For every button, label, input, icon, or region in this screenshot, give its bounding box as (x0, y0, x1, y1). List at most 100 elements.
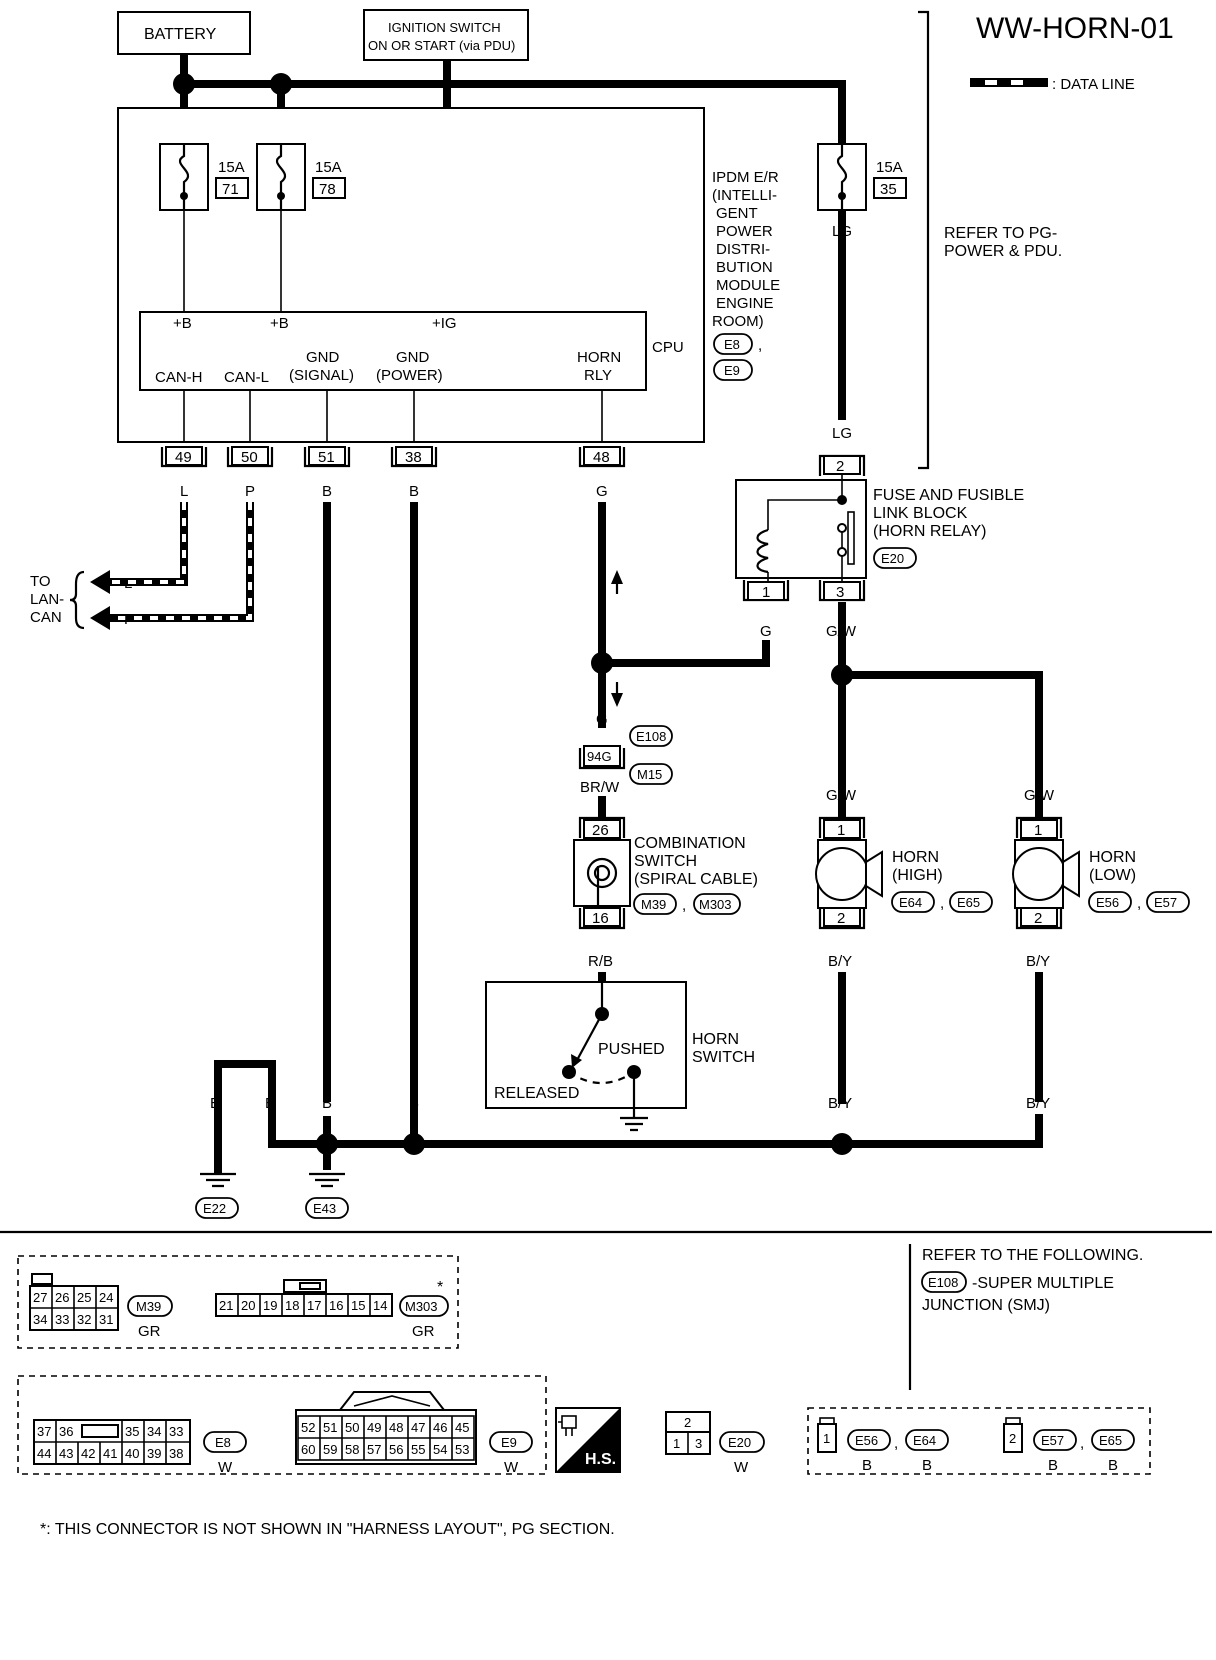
svg-text:ROOM): ROOM) (712, 313, 764, 330)
svg-text:G: G (596, 483, 608, 500)
svg-text:60: 60 (301, 1442, 315, 1457)
svg-text:P: P (124, 611, 134, 628)
horn-high-connector-e65: E65 (957, 895, 980, 910)
horn-high-connector-e64: E64 (899, 895, 922, 910)
svg-text:46: 46 (433, 1420, 447, 1435)
svg-text:20: 20 (241, 1298, 255, 1313)
svg-text:TO: TO (30, 573, 51, 590)
svg-text:37: 37 (37, 1424, 51, 1439)
data-line-legend-label: : DATA LINE (1052, 76, 1135, 93)
svg-text:M15: M15 (637, 767, 662, 782)
svg-text:47: 47 (411, 1420, 425, 1435)
battery-splice-1 (173, 73, 195, 95)
diagram-title: WW-HORN-01 (976, 12, 1174, 45)
battery-splice-2 (270, 73, 292, 95)
svg-text:50: 50 (241, 449, 258, 466)
svg-text:B/Y: B/Y (1026, 953, 1050, 970)
svg-text:2: 2 (684, 1415, 691, 1430)
svg-text:34: 34 (147, 1424, 161, 1439)
ipdm-label: IPDM E/R (INTELLI- GENT POWER DISTRI- BU… (712, 169, 780, 330)
svg-text:25: 25 (77, 1290, 91, 1305)
svg-text:+B: +B (173, 315, 192, 332)
svg-text:41: 41 (103, 1446, 117, 1461)
svg-text:LG: LG (832, 425, 852, 442)
svg-text:JUNCTION (SMJ): JUNCTION (SMJ) (922, 1297, 1050, 1314)
svg-text:24: 24 (99, 1290, 113, 1305)
svg-text:59: 59 (323, 1442, 337, 1457)
svg-text:(HIGH): (HIGH) (892, 867, 943, 884)
svg-text:2: 2 (1009, 1431, 1016, 1446)
svg-text:HORN: HORN (1089, 849, 1136, 866)
svg-text:ENGINE: ENGINE (716, 295, 774, 312)
svg-text:E108: E108 (636, 729, 666, 744)
svg-text:+B: +B (270, 315, 289, 332)
svg-text:L: L (124, 575, 132, 592)
svg-text:78: 78 (319, 181, 336, 198)
horn-low: 1 2 (1012, 816, 1080, 930)
svg-text:DISTRI-: DISTRI- (716, 241, 770, 258)
svg-text:2: 2 (836, 458, 844, 475)
svg-text:17: 17 (307, 1298, 321, 1313)
svg-text:,: , (1080, 1435, 1084, 1452)
svg-text:18: 18 (285, 1298, 299, 1313)
lan-arrow-l (90, 570, 110, 594)
svg-text:CAN-L: CAN-L (224, 369, 269, 386)
svg-text:(INTELLI-: (INTELLI- (712, 187, 777, 204)
svg-text:54: 54 (433, 1442, 447, 1457)
svg-text:33: 33 (55, 1312, 69, 1327)
svg-text:POWER: POWER (716, 223, 773, 240)
refer-pg-bracket (918, 10, 930, 470)
ignition-label-2: ON OR START (via PDU) (368, 38, 515, 53)
svg-text:B: B (322, 483, 332, 500)
horn-rly-splice (591, 652, 613, 674)
svg-text:(POWER): (POWER) (376, 367, 443, 384)
svg-text:2: 2 (1034, 910, 1042, 927)
svg-text:L: L (180, 483, 188, 500)
svg-text:58: 58 (345, 1442, 359, 1457)
hs-badge: H.S. (555, 1407, 621, 1473)
svg-text:B: B (409, 1095, 419, 1112)
svg-text:G: G (596, 711, 608, 728)
horn-low-connector-e56: E56 (1096, 895, 1119, 910)
svg-text:R/B: R/B (588, 953, 613, 970)
svg-text:51: 51 (323, 1420, 337, 1435)
cpu-box (139, 311, 647, 391)
svg-text:G: G (760, 623, 772, 640)
svg-text:REFER TO PG-: REFER TO PG- (944, 225, 1057, 242)
svg-text:36: 36 (59, 1424, 73, 1439)
horn-relay: 2 1 3 (735, 454, 867, 602)
svg-text:BR/W: BR/W (580, 779, 620, 796)
svg-text:-SUPER MULTIPLE: -SUPER MULTIPLE (972, 1275, 1114, 1292)
m303-connector-view: 21 20 19 18 17 16 15 14 M303 GR * (215, 1279, 449, 1340)
svg-text:49: 49 (175, 449, 192, 466)
ignition-switch-box (363, 9, 529, 61)
svg-text:94G: 94G (587, 749, 612, 764)
refer-smj-connector: E108 (928, 1275, 958, 1290)
svg-text:52: 52 (301, 1420, 315, 1435)
svg-text:E65: E65 (1099, 1433, 1122, 1448)
battery-bus-wire (180, 54, 846, 160)
svg-text:B: B (1048, 1457, 1058, 1474)
svg-text:40: 40 (125, 1446, 139, 1461)
svg-text:50: 50 (345, 1420, 359, 1435)
svg-text:GND: GND (396, 349, 430, 366)
horn-low-connector-e57: E57 (1154, 895, 1177, 910)
horn-connector-views: 1 E56 , E64 B B 2 E57 , E65 B B (817, 1417, 1135, 1474)
svg-text:(LOW): (LOW) (1089, 867, 1136, 884)
svg-text:SWITCH: SWITCH (692, 1049, 755, 1066)
smj-connector: 94G (578, 745, 626, 770)
svg-text:B: B (922, 1457, 932, 1474)
svg-text:1: 1 (762, 584, 770, 601)
svg-text:49: 49 (367, 1420, 381, 1435)
svg-text:HORN: HORN (577, 349, 621, 366)
svg-text:38: 38 (169, 1446, 183, 1461)
svg-text:16: 16 (592, 910, 609, 927)
ground-bus (214, 1060, 1043, 1160)
svg-text:31: 31 (99, 1312, 113, 1327)
svg-text:(HORN RELAY): (HORN RELAY) (873, 523, 987, 540)
battery-label: BATTERY (144, 26, 217, 43)
svg-text:26: 26 (592, 822, 609, 839)
svg-text:W: W (504, 1459, 519, 1476)
svg-text:48: 48 (593, 449, 610, 466)
